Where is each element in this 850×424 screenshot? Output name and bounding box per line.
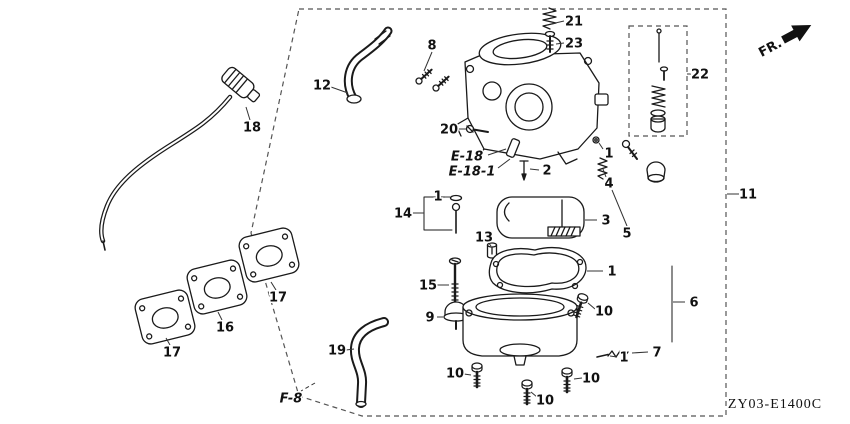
part-callout-1-14[interactable]: 1 bbox=[432, 188, 444, 206]
part-15-pilot-screw bbox=[448, 257, 462, 304]
part-20-screw bbox=[465, 124, 489, 134]
leader-line bbox=[330, 86, 349, 94]
part-carburetor-body bbox=[455, 32, 609, 165]
part-callout-2-9[interactable]: 2 bbox=[541, 162, 553, 180]
leader-line bbox=[611, 189, 628, 227]
leader-line bbox=[487, 148, 507, 156]
part-callout-19-23[interactable]: 19 bbox=[326, 342, 347, 360]
part-callout-12-4[interactable]: 12 bbox=[311, 77, 332, 95]
part-17-gasket-bottom bbox=[134, 289, 196, 345]
leader-lines-layer bbox=[165, 20, 739, 398]
choke-solenoid bbox=[505, 138, 521, 158]
part-17-gasket-top bbox=[238, 227, 300, 283]
part-callout-13-15[interactable]: 13 bbox=[473, 229, 494, 247]
part-21-spring bbox=[542, 7, 557, 30]
cross-reference-e-18-0[interactable]: E-18 bbox=[449, 148, 484, 166]
fr-arrow-icon bbox=[781, 24, 812, 44]
part-callout-14-13[interactable]: 14 bbox=[392, 205, 413, 223]
part-callout-1-18[interactable]: 1 bbox=[606, 263, 618, 281]
leader-line bbox=[497, 158, 511, 169]
leader-line bbox=[487, 241, 492, 247]
part-16-gasket bbox=[186, 259, 248, 315]
part-callout-20-6[interactable]: 20 bbox=[438, 121, 459, 139]
part-19-drain-tube bbox=[349, 317, 389, 408]
diagram-code: ZY03-E1400C bbox=[728, 397, 822, 412]
leader-line bbox=[555, 42, 565, 45]
part-callout-8-2[interactable]: 8 bbox=[426, 37, 438, 55]
leader-line bbox=[345, 348, 355, 351]
part-14-screw-set bbox=[423, 194, 463, 234]
part-callout-23-1[interactable]: 23 bbox=[563, 35, 584, 53]
part-callout-10-26[interactable]: 10 bbox=[534, 392, 555, 410]
part-3-float bbox=[496, 196, 585, 239]
part-8-screws bbox=[415, 68, 450, 92]
part-7-screw-set bbox=[596, 350, 629, 358]
part-callout-17-27[interactable]: 17 bbox=[267, 289, 288, 307]
cross-reference-f-8-2[interactable]: F-8 bbox=[278, 390, 304, 408]
part-callout-9-17[interactable]: 9 bbox=[424, 309, 436, 327]
part-1-bowl-gasket bbox=[488, 247, 587, 294]
part-callout-10-19[interactable]: 10 bbox=[593, 303, 614, 321]
part-callout-17-29[interactable]: 17 bbox=[161, 344, 182, 362]
leader-line bbox=[587, 302, 596, 310]
leader-line bbox=[573, 377, 583, 380]
leader-line bbox=[217, 311, 223, 321]
part-4-spring bbox=[597, 157, 608, 180]
part-callout-1-7[interactable]: 1 bbox=[603, 145, 615, 163]
part-callout-7-21[interactable]: 7 bbox=[651, 344, 663, 362]
diagram-boundary bbox=[250, 8, 727, 417]
part-callout-18-5[interactable]: 18 bbox=[241, 119, 262, 137]
part-callout-21-0[interactable]: 21 bbox=[563, 13, 584, 31]
part-callout-3-10[interactable]: 3 bbox=[600, 212, 612, 230]
part-callout-5-11[interactable]: 5 bbox=[621, 225, 633, 243]
leader-line bbox=[300, 382, 316, 392]
part-callout-15-16[interactable]: 15 bbox=[417, 277, 438, 295]
leader-line bbox=[463, 373, 472, 376]
part-22-group-box bbox=[628, 25, 688, 137]
part-22-screw-set bbox=[650, 28, 669, 133]
part-callout-4-8[interactable]: 4 bbox=[603, 175, 615, 193]
leader-line bbox=[550, 20, 565, 25]
float-pin-hatch bbox=[547, 226, 581, 237]
part-callout-1-22[interactable]: 1 bbox=[618, 349, 630, 367]
part-callout-10-24[interactable]: 10 bbox=[444, 365, 465, 383]
leader-line bbox=[602, 168, 607, 178]
leader-line bbox=[598, 142, 604, 150]
part-2-float-valve bbox=[519, 160, 529, 181]
part-18-throttle-cable bbox=[99, 66, 261, 251]
part-9-pump-cup bbox=[443, 301, 469, 330]
leader-line bbox=[631, 351, 649, 354]
part-5-screw bbox=[621, 139, 638, 160]
part-12-tube-fitting bbox=[343, 26, 393, 104]
part-23-screw bbox=[544, 30, 556, 53]
part-float-chamber-body bbox=[462, 293, 578, 366]
leader-line bbox=[609, 355, 618, 358]
part-callout-6-20[interactable]: 6 bbox=[688, 294, 700, 312]
part-callout-11-12[interactable]: 11 bbox=[737, 186, 758, 204]
part-callout-16-28[interactable]: 16 bbox=[214, 319, 235, 337]
part-callout-10-25[interactable]: 10 bbox=[580, 370, 601, 388]
cross-reference-e-18-1-1[interactable]: E-18-1 bbox=[447, 163, 497, 181]
leader-line bbox=[270, 281, 277, 291]
leader-line bbox=[530, 391, 538, 398]
part-callout-22-3[interactable]: 22 bbox=[689, 66, 710, 84]
leader-line bbox=[423, 51, 433, 72]
leader-line bbox=[245, 106, 251, 121]
leader-line bbox=[529, 168, 540, 171]
leader-line bbox=[165, 337, 171, 346]
cap-nut bbox=[646, 161, 666, 183]
part-1-washer-top bbox=[592, 136, 600, 144]
